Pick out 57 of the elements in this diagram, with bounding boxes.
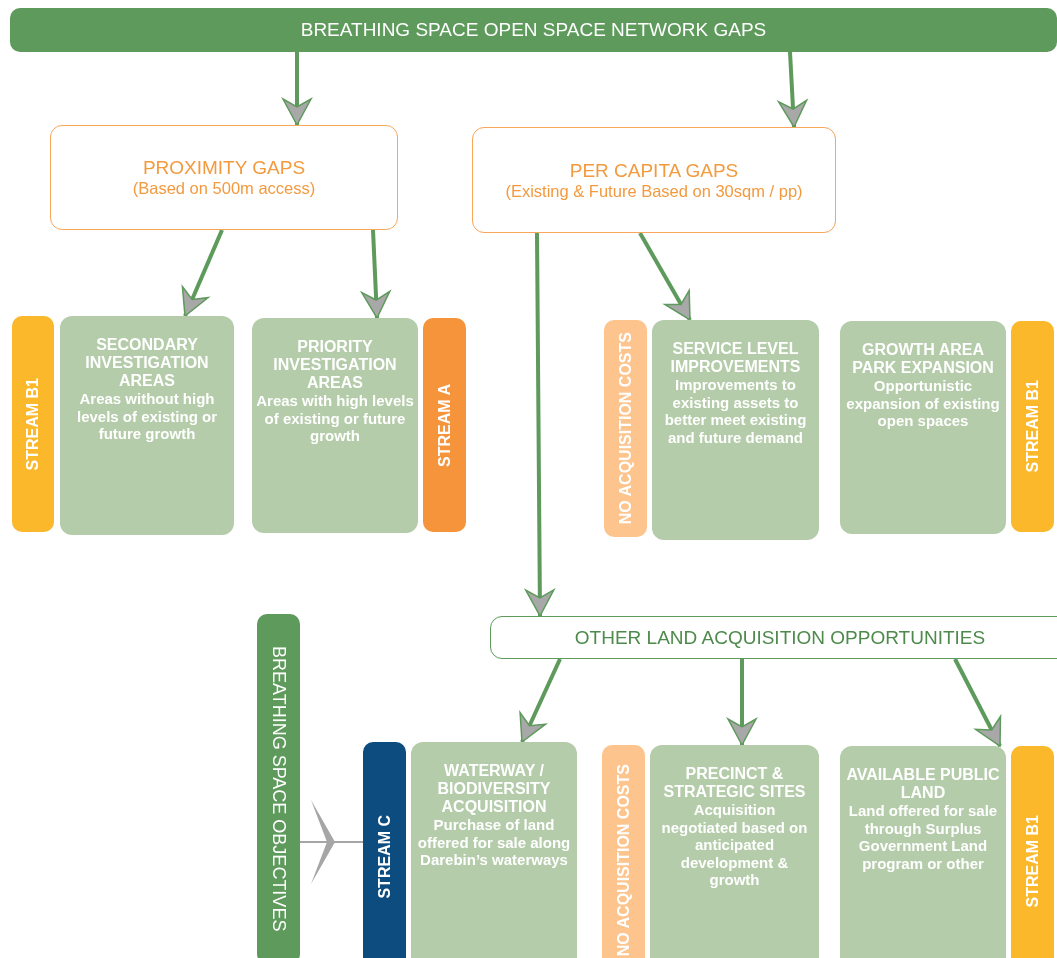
arrow bbox=[361, 229, 391, 319]
description: Purchase of land offered for sale along Darebin’s waterways bbox=[416, 816, 572, 869]
objectives-bar bbox=[257, 614, 300, 958]
heading: BREATHING SPACE OPEN SPACE NETWORK GAPS bbox=[300, 19, 767, 41]
heading: SERVICE LEVEL IMPROVEMENTS bbox=[669, 340, 802, 377]
heading: AVAILABLE PUBLIC LAND bbox=[845, 766, 1001, 803]
action-card bbox=[650, 745, 819, 958]
heading: PER CAPITA GAPS bbox=[569, 159, 739, 182]
arrow bbox=[953, 658, 1002, 747]
action-card bbox=[252, 318, 418, 533]
description: Areas without high levels of existing or future growth bbox=[75, 390, 218, 443]
arrow bbox=[638, 232, 692, 321]
action-card bbox=[840, 321, 1006, 534]
heading: PRECINCT & STRATEGIC SITES bbox=[662, 765, 807, 802]
stream-tab bbox=[423, 318, 466, 532]
title-banner bbox=[10, 8, 1057, 52]
heading: PROXIMITY GAPS bbox=[142, 157, 306, 180]
description: Acquisition negotiated based on anticipated development & growth bbox=[660, 801, 809, 889]
stream-label: STREAM B1 bbox=[24, 377, 42, 471]
arrow bbox=[519, 658, 562, 743]
arrow bbox=[727, 659, 757, 746]
description: Areas with high levels of existing or future growth bbox=[256, 392, 414, 445]
stream-label: STREAM B1 bbox=[1023, 380, 1042, 473]
action-card bbox=[411, 742, 577, 958]
stream-tab bbox=[363, 742, 406, 958]
heading: WATERWAY / BIODIVERSITY ACQUISITION bbox=[436, 762, 552, 817]
heading: PRIORITY INVESTIGATION AREAS bbox=[272, 338, 398, 393]
heading: SECONDARY INVESTIGATION AREAS bbox=[84, 336, 210, 391]
stream-tab bbox=[604, 320, 647, 537]
heading: OTHER LAND ACQUISITION OPPORTUNITIES bbox=[574, 626, 986, 649]
stream-label: STREAM C bbox=[375, 815, 394, 899]
description: (Existing & Future Based on 30sqm / pp) bbox=[505, 181, 803, 201]
category-box bbox=[490, 616, 1057, 659]
stream-label: STREAM B1 bbox=[1023, 814, 1042, 908]
description: Opportunistic expansion of existing open spaces bbox=[845, 377, 1001, 430]
stream-label: NO ACQUISITION COSTS bbox=[614, 763, 633, 957]
arrow bbox=[525, 233, 555, 617]
action-card bbox=[840, 746, 1006, 958]
category-box bbox=[472, 127, 836, 233]
description: Land offered for sale through Surplus Government Land program or other bbox=[847, 802, 999, 873]
description: Improvements to existing assets to better meet existing and future demand bbox=[663, 376, 808, 447]
heading: GROWTH AREA PARK EXPANSION bbox=[851, 341, 995, 378]
stream-tab bbox=[602, 745, 645, 958]
description: (Based on 500m access) bbox=[132, 179, 316, 198]
arrow bbox=[777, 51, 808, 128]
stream-label: NO ACQUISITION COSTS bbox=[616, 332, 635, 525]
action-card bbox=[652, 320, 819, 540]
stream-label: STREAM A bbox=[435, 383, 454, 467]
arrow bbox=[299, 800, 364, 884]
stream-tab bbox=[1011, 321, 1054, 532]
arrow bbox=[181, 229, 224, 317]
category-box bbox=[50, 125, 398, 230]
arrow bbox=[282, 52, 312, 126]
stream-tab bbox=[1011, 746, 1054, 958]
stream-tab bbox=[12, 316, 54, 532]
stream-label: BREATHING SPACE OBJECTIVES bbox=[268, 646, 289, 932]
action-card bbox=[60, 316, 234, 535]
